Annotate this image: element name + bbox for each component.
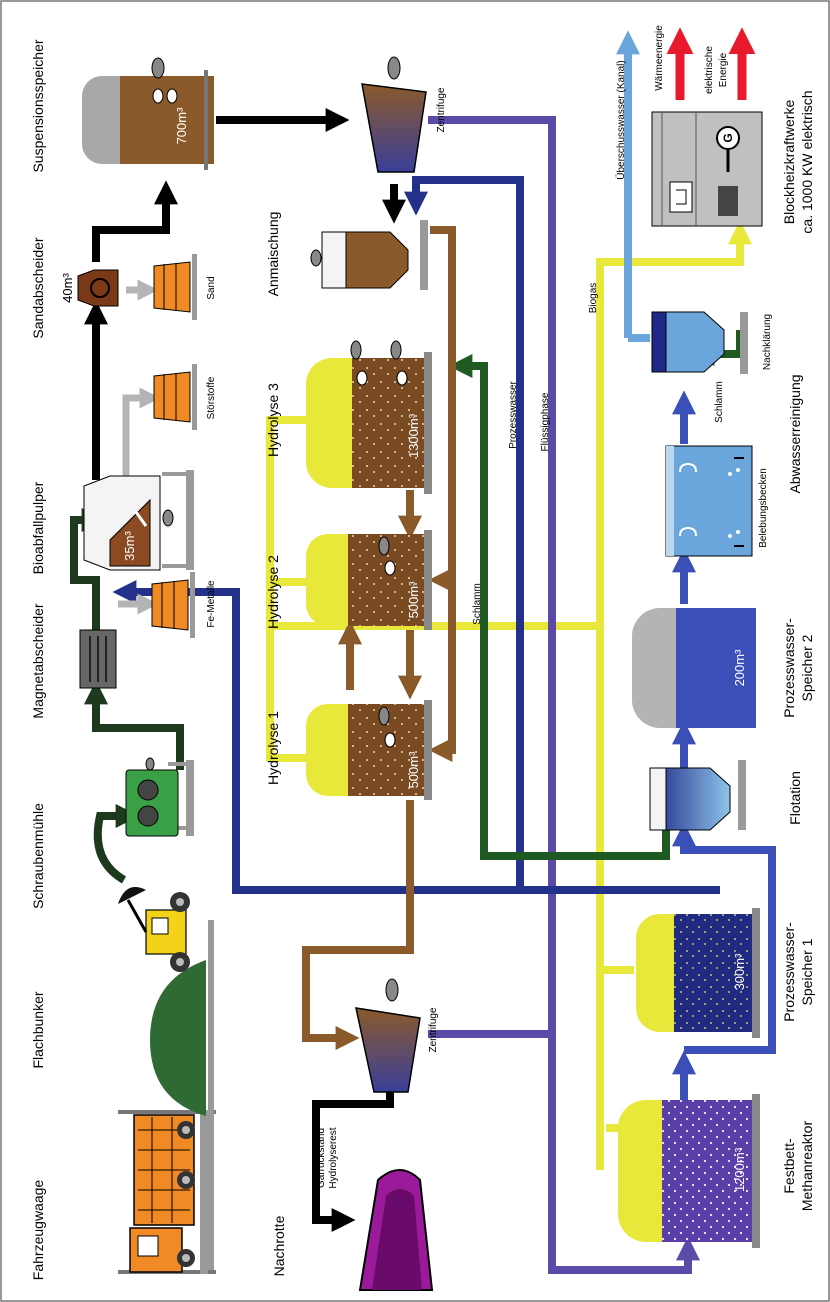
- label-schraubenmuehle: Schraubenmühle: [30, 803, 46, 909]
- volume-pulper: 35m³: [122, 531, 137, 561]
- label-hydrolyse-3: Hydrolyse 3: [265, 383, 281, 457]
- chp-plant-icon: [651, 111, 763, 227]
- volume-labels: 35m³ 40m³ 700m³ 500m³ 500m³ 1300m³ 1200m…: [60, 107, 747, 1192]
- label-hydrolyse-2: Hydrolyse 2: [265, 555, 281, 629]
- volume-festbett: 1200m³: [732, 1147, 747, 1192]
- volume-hydrolyse-1: 500m³: [406, 751, 421, 789]
- hydrolysis-tank-2-icon: [306, 530, 432, 630]
- volume-hydrolyse-3: 1300m³: [406, 413, 421, 458]
- fixed-bed-reactor-icon: [618, 1094, 760, 1248]
- bin-sand-icon: [153, 254, 197, 320]
- label-elektrische-1: elektrische: [704, 46, 715, 94]
- label-magnetabscheider: Magnetabscheider: [30, 603, 46, 719]
- label-anmaischung: Anmaischung: [265, 212, 281, 297]
- label-festbett-2: Methanreaktor: [799, 1121, 815, 1212]
- flow-labels: Fe-Metalle Störstoffe Sand Zentrifuge Ze…: [206, 25, 773, 1189]
- biogas-lines: [266, 220, 752, 1170]
- label-zentrifuge-top: Zentrifuge: [436, 87, 447, 132]
- hydrolysate-lines: [302, 226, 456, 1050]
- flotation-tank-icon: [649, 760, 746, 831]
- wheel-loader-icon: [118, 887, 190, 972]
- label-fe-metalle: Fe-Metalle: [206, 580, 217, 628]
- pulper-icon: [83, 470, 194, 571]
- volume-hydrolyse-2: 500m³: [406, 581, 421, 619]
- compost-heap-icon: [358, 1169, 434, 1291]
- label-hydrolyse-1: Hydrolyse 1: [265, 711, 281, 785]
- label-bioabfallpulper: Bioabfallpulper: [30, 481, 46, 574]
- label-stoerstoffe: Störstoffe: [206, 376, 217, 419]
- volume-suspension: 700m³: [174, 107, 189, 145]
- label-nachklaerung: Nachklärung: [762, 314, 773, 370]
- process-water-tank-2-icon: [632, 608, 756, 728]
- label-abwasserreinigung: Abwasserreinigung: [787, 374, 803, 493]
- label-sand: Sand: [206, 276, 217, 299]
- label-bhkw-2: ca. 1000 KW elektrisch: [799, 90, 815, 233]
- label-nachrotte: Nachrotte: [271, 1215, 287, 1276]
- separation-lines-grey: [118, 279, 161, 615]
- label-bhkw-1: Blockheizkraftwerke: [781, 100, 797, 225]
- label-ueberschusswasser: Überschusswasser (Kanal): [615, 60, 627, 180]
- wastewater-lines: [616, 30, 650, 342]
- label-festbett-1: Festbett-: [781, 1138, 797, 1194]
- suspension-storage-tank-icon: [82, 57, 214, 170]
- label-prozesswasser: Prozesswasser: [508, 380, 519, 448]
- label-schlamm-mid: Schlamm: [472, 583, 483, 625]
- bunker-heap-icon: [150, 920, 214, 1270]
- centrifuge-top-icon: [361, 56, 427, 173]
- label-elektrische-2: Energie: [718, 52, 729, 87]
- process-water-tank-1-icon: [636, 908, 760, 1038]
- separation-lines-black: [84, 108, 406, 1232]
- label-gaerrueckstand: Gärrückstand: [316, 1128, 327, 1188]
- energy-arrows: [666, 27, 756, 100]
- mashing-tank-icon: [310, 220, 428, 290]
- substrate-lines: [70, 508, 184, 884]
- liquid-phase-lines: [428, 116, 700, 1274]
- label-zentrifuge-bottom: Zentrifuge: [428, 1007, 439, 1052]
- label-fahrzeugwaage: Fahrzeugwaage: [30, 1180, 46, 1281]
- magnetic-separator-icon: [79, 629, 117, 689]
- generator-icon: [716, 126, 740, 150]
- label-sandabscheider: Sandabscheider: [30, 237, 46, 339]
- hydrolysis-tank-3-icon: [306, 340, 432, 494]
- bin-stoerstoffe-icon: [153, 364, 197, 430]
- volume-pws1: 300m³: [732, 953, 747, 991]
- label-fluessigphase: Flüssigphase: [540, 392, 551, 451]
- stage-labels: Fahrzeugwaage Flachbunker Schraubenmühle…: [30, 39, 815, 1280]
- truck-icon: [118, 1110, 216, 1274]
- bin-fe-metalle-icon: [151, 572, 195, 638]
- sand-separator-icon: [77, 269, 119, 307]
- label-hydrolyserest: Hydrolyserest: [328, 1127, 339, 1188]
- label-generator-g: G: [721, 133, 735, 142]
- label-biogas: Biogas: [588, 283, 599, 314]
- label-belebungsbecken: Belebungsbecken: [758, 468, 769, 548]
- label-flachbunker: Flachbunker: [30, 991, 46, 1068]
- label-pws1-1: Prozesswasser-: [781, 922, 797, 1022]
- label-pws1-2: Speicher 1: [799, 938, 815, 1005]
- label-flotation: Flotation: [787, 771, 803, 825]
- screw-mill-icon: [125, 757, 194, 837]
- label-waermeenergie: Wärmeenergie: [654, 25, 665, 91]
- label-schlamm-abw: Schlamm: [714, 381, 725, 423]
- label-suspensionsspeicher: Suspensionsspeicher: [30, 39, 46, 172]
- volume-sandabscheider: 40m³: [60, 273, 75, 303]
- volume-pws2: 200m³: [732, 649, 747, 687]
- label-pws2-1: Prozesswasser-: [781, 618, 797, 718]
- centrifuge-bottom-icon: [355, 978, 421, 1093]
- hydrolysis-tank-1-icon: [306, 700, 432, 800]
- secondary-clarifier-icon: [651, 311, 748, 374]
- aeration-basin-icon: [665, 445, 753, 557]
- label-pws2-2: Speicher 2: [799, 634, 815, 701]
